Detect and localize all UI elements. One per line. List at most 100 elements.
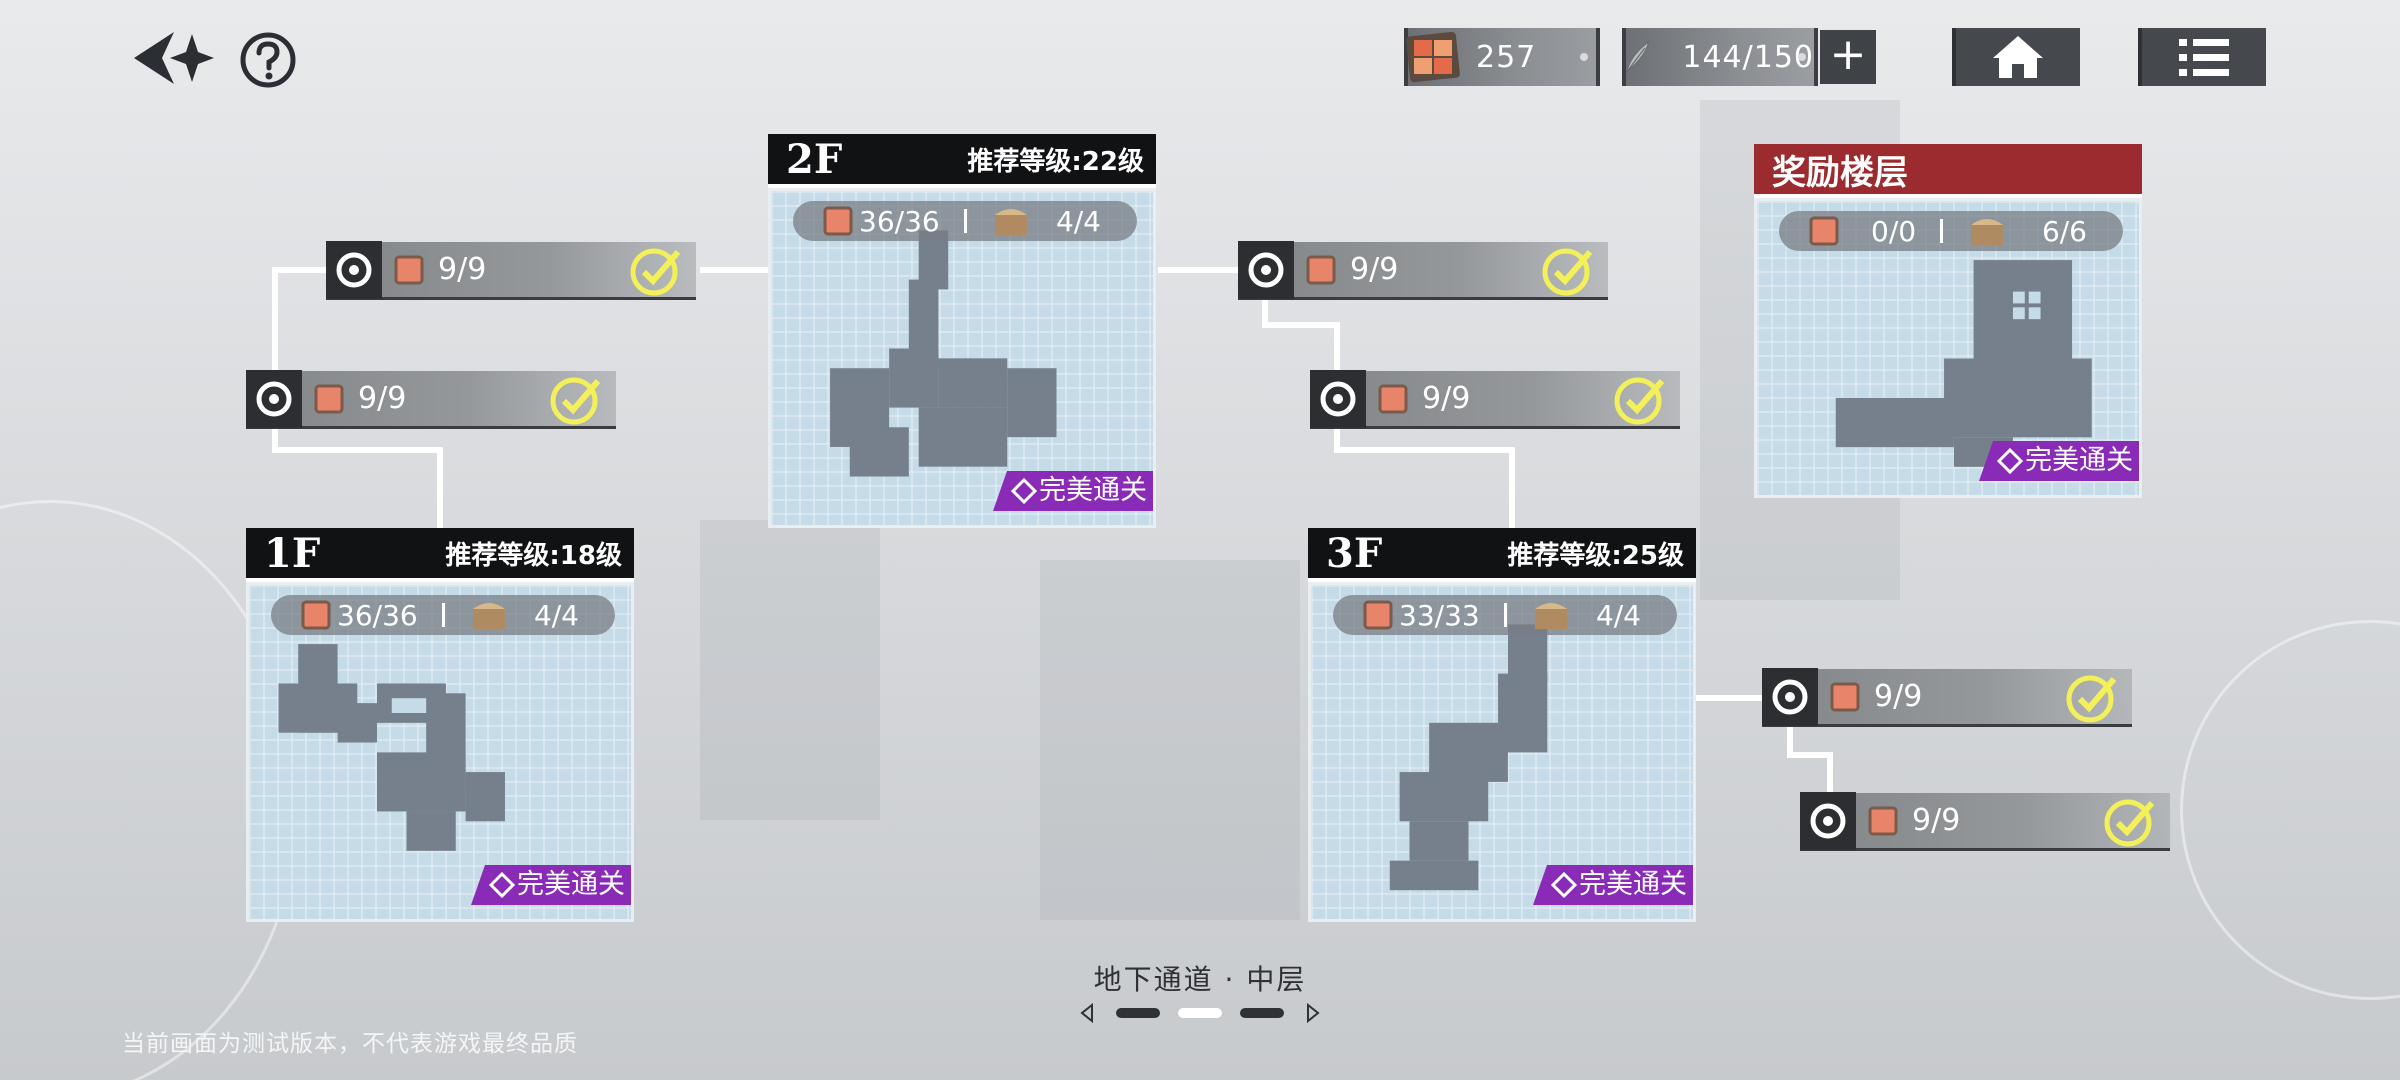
gem-progress: 36/36 bbox=[337, 598, 418, 632]
sparkle-back-icon bbox=[134, 32, 214, 84]
gem-crate-icon bbox=[1830, 682, 1860, 711]
gem-crate-icon bbox=[1809, 216, 1839, 246]
chest-icon bbox=[1534, 603, 1567, 629]
question-circle-icon bbox=[240, 32, 296, 88]
floor-stats: 0/0 6/6 bbox=[1779, 211, 2123, 251]
perfect-clear-label: 完美通关 bbox=[517, 869, 625, 900]
perfect-clear-badge: 完美通关 bbox=[471, 865, 631, 905]
floor-map: 0/0 6/6 完美通关 bbox=[1754, 198, 2142, 498]
gem-progress: 36/36 bbox=[859, 204, 940, 238]
gem-crate-icon bbox=[1363, 600, 1393, 630]
target-node-icon-wrap bbox=[246, 369, 302, 428]
completed-check-icon bbox=[2104, 799, 2155, 847]
menu-button[interactable] bbox=[2138, 28, 2266, 86]
floor-stats: 36/36 4/4 bbox=[793, 201, 1137, 241]
perfect-clear-label: 完美通关 bbox=[1039, 475, 1147, 506]
floor-header: 奖励楼层 bbox=[1754, 144, 2142, 198]
divider bbox=[963, 209, 967, 233]
test-version-disclaimer: 当前画面为测试版本，不代表游戏最终品质 bbox=[122, 1031, 578, 1057]
perfect-clear-icon bbox=[489, 872, 515, 898]
page-dot-active[interactable] bbox=[1178, 1008, 1222, 1018]
back-button[interactable] bbox=[126, 26, 218, 90]
stamina-resource: 144/150 bbox=[1622, 28, 1818, 86]
chest-progress: 6/6 bbox=[2041, 214, 2087, 248]
node-gem-progress: 9/9 bbox=[1912, 803, 1961, 838]
floor-card-2f[interactable]: 2F 推荐等级:22级 36/36 4/4 完美通关 bbox=[768, 134, 1156, 528]
floor-map: 36/36 4/4 完美通关 bbox=[768, 188, 1156, 528]
page-dot[interactable] bbox=[1240, 1008, 1284, 1018]
chest-progress: 4/4 bbox=[1055, 204, 1101, 238]
completed-check-icon bbox=[1614, 377, 1665, 425]
home-button[interactable] bbox=[1952, 28, 2080, 86]
gem-resource: 257 bbox=[1404, 28, 1600, 86]
target-node-icon-wrap bbox=[1762, 667, 1818, 726]
recommended-level: 推荐等级:18级 bbox=[445, 540, 622, 571]
perfect-clear-badge: 完美通关 bbox=[993, 471, 1153, 511]
completed-check-icon bbox=[2066, 675, 2117, 723]
target-icon bbox=[1810, 803, 1846, 838]
path-node[interactable]: 9/9 bbox=[1800, 791, 2170, 851]
node-gem-progress: 9/9 bbox=[1350, 252, 1399, 287]
floor-map: 36/36 4/4 完美通关 bbox=[246, 582, 634, 922]
gem-crate-icon bbox=[1378, 384, 1408, 413]
perfect-clear-icon bbox=[1997, 448, 2023, 474]
stamina-count: 144/150 bbox=[1682, 39, 1814, 75]
divider bbox=[1503, 603, 1507, 627]
help-button[interactable] bbox=[238, 30, 298, 90]
chest-progress: 4/4 bbox=[1595, 598, 1641, 632]
list-menu-icon bbox=[2179, 39, 2229, 76]
path-node[interactable]: 9/9 bbox=[1238, 240, 1608, 300]
floor-header: 2F 推荐等级:22级 bbox=[768, 134, 1156, 188]
floor-card-reward[interactable]: 奖励楼层 0/0 6/6 完美通关 bbox=[1754, 144, 2142, 498]
completed-check-icon bbox=[1542, 248, 1593, 296]
target-node-icon-wrap bbox=[326, 240, 382, 299]
floor-header: 1F 推荐等级:18级 bbox=[246, 528, 634, 582]
gem-progress: 0/0 bbox=[1871, 214, 1917, 248]
resource-dot bbox=[1798, 53, 1806, 61]
floor-stats: 33/33 4/4 bbox=[1333, 595, 1677, 635]
recommended-level: 推荐等级:22级 bbox=[967, 146, 1144, 177]
divider bbox=[441, 603, 445, 627]
floor-stats: 36/36 4/4 bbox=[271, 595, 615, 635]
divider bbox=[1940, 219, 1944, 243]
floor-map: 33/33 4/4 完美通关 bbox=[1308, 582, 1696, 922]
chest-icon bbox=[994, 209, 1027, 235]
node-gem-progress: 9/9 bbox=[438, 252, 487, 287]
path-node[interactable]: 9/9 bbox=[1310, 369, 1680, 429]
area-title: 地下通道 · 中层 bbox=[1093, 963, 1307, 996]
next-page-arrow-icon[interactable] bbox=[1307, 1002, 1320, 1024]
path-node[interactable]: 9/9 bbox=[1762, 667, 2132, 727]
page-indicator bbox=[1080, 1002, 1320, 1024]
gem-crate-icon bbox=[1306, 255, 1336, 284]
perfect-clear-label: 完美通关 bbox=[1579, 869, 1687, 900]
gem-crate-icon bbox=[394, 255, 424, 284]
path-node[interactable]: 9/9 bbox=[326, 240, 696, 300]
perfect-clear-badge: 完美通关 bbox=[1533, 865, 1693, 905]
target-icon bbox=[256, 381, 292, 416]
floor-name: 2F bbox=[786, 135, 843, 183]
perfect-clear-icon bbox=[1011, 478, 1037, 504]
target-node-icon-wrap bbox=[1238, 240, 1294, 299]
gem-count: 257 bbox=[1476, 39, 1537, 75]
target-icon bbox=[1248, 252, 1284, 287]
target-icon bbox=[1320, 381, 1356, 416]
gem-crate-icon bbox=[1406, 31, 1460, 83]
floor-name: 1F bbox=[264, 529, 321, 577]
chest-icon bbox=[472, 603, 505, 629]
node-gem-progress: 9/9 bbox=[358, 381, 407, 416]
resource-dot bbox=[1580, 53, 1588, 61]
perfect-clear-label: 完美通关 bbox=[2025, 445, 2133, 476]
node-gem-progress: 9/9 bbox=[1422, 381, 1471, 416]
add-stamina-button[interactable]: + bbox=[1820, 30, 1876, 84]
target-icon bbox=[1772, 679, 1808, 714]
path-node[interactable]: 9/9 bbox=[246, 369, 616, 429]
floor-header: 3F 推荐等级:25级 bbox=[1308, 528, 1696, 582]
floor-card-3f[interactable]: 3F 推荐等级:25级 33/33 4/4 完美通关 bbox=[1308, 528, 1696, 922]
gem-crate-icon bbox=[823, 206, 853, 236]
floor-card-1f[interactable]: 1F 推荐等级:18级 36/36 4/4 完美通关 bbox=[246, 528, 634, 922]
prev-page-arrow-icon[interactable] bbox=[1080, 1002, 1093, 1024]
chest-icon bbox=[1971, 219, 2004, 245]
target-icon bbox=[336, 252, 372, 287]
page-dot[interactable] bbox=[1116, 1008, 1160, 1018]
node-gem-progress: 9/9 bbox=[1874, 679, 1923, 714]
